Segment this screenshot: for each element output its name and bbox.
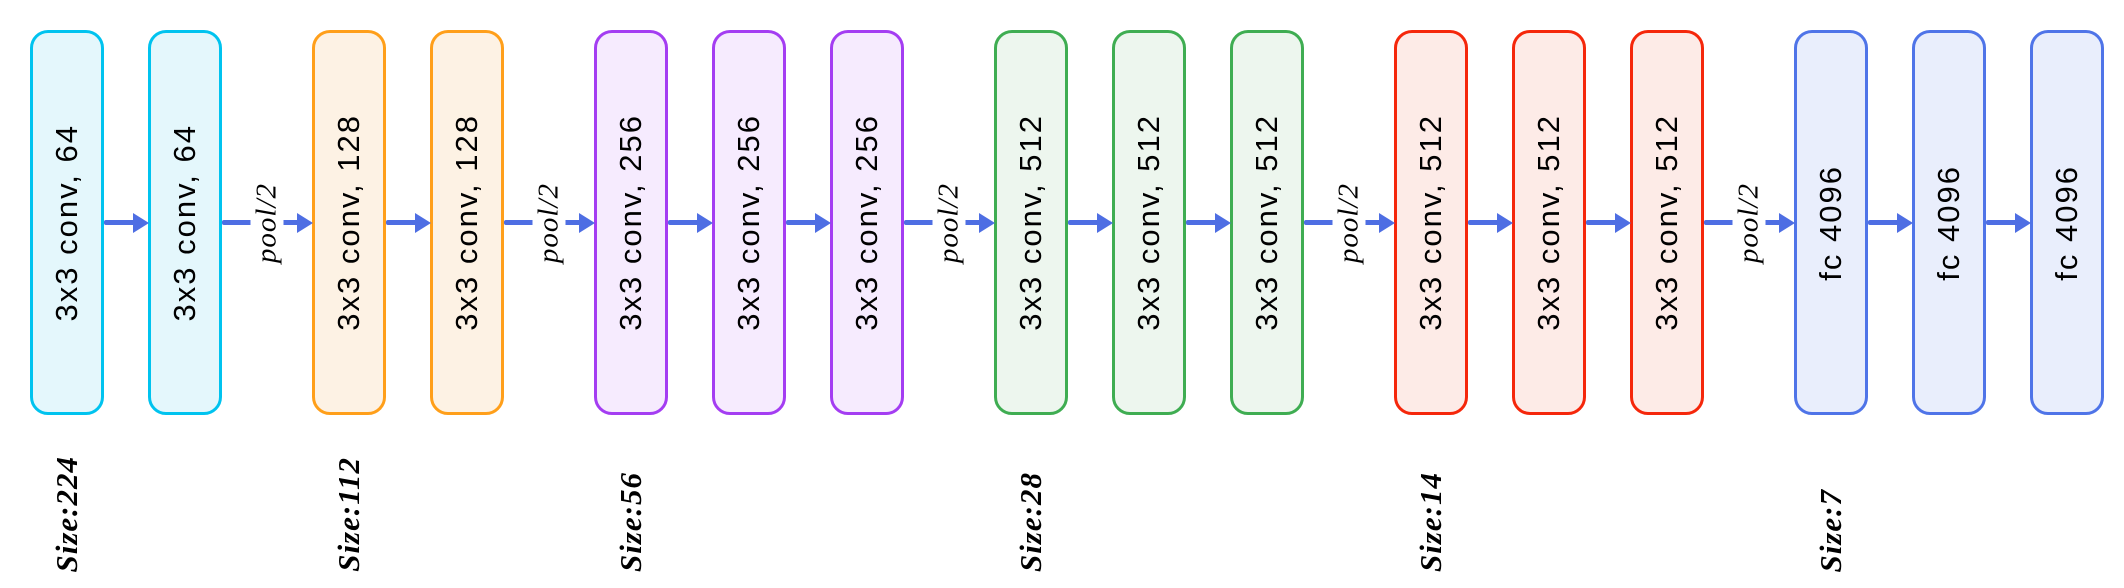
arrow-shaft bbox=[1186, 220, 1219, 225]
conv-block-128-1: 3x3 conv, 128 bbox=[312, 30, 386, 415]
arrow-shaft bbox=[668, 220, 701, 225]
conv-block-256-2: 3x3 conv, 256 bbox=[712, 30, 786, 415]
flow-arrow bbox=[104, 30, 149, 415]
conv-block-512a-2: 3x3 conv, 512 bbox=[1112, 30, 1186, 415]
fc-block-2: fc 4096 bbox=[1912, 30, 1986, 415]
conv-block-label: 3x3 conv, 512 bbox=[1531, 114, 1566, 331]
conv-block-256-3: 3x3 conv, 256 bbox=[830, 30, 904, 415]
pool-flow-arrow: pool/2 bbox=[504, 30, 595, 415]
conv-block-label: 3x3 conv, 512 bbox=[1131, 114, 1166, 331]
size-label-28: Size:28 bbox=[1013, 472, 1048, 572]
arrow-head-icon bbox=[1097, 213, 1113, 233]
flow-arrow bbox=[668, 30, 713, 415]
flow-arrow bbox=[1986, 30, 2031, 415]
arrow-head-icon bbox=[579, 213, 595, 233]
size-label-112: Size:112 bbox=[331, 457, 366, 572]
conv-block-label: 3x3 conv, 256 bbox=[731, 114, 766, 331]
fc-block-label: fc 4096 bbox=[2049, 164, 2084, 281]
pool-flow-arrow: pool/2 bbox=[1304, 30, 1395, 415]
conv-block-label: 3x3 conv, 64 bbox=[167, 123, 202, 322]
fc-block-3: fc 4096 bbox=[2030, 30, 2104, 415]
flow-arrow bbox=[786, 30, 831, 415]
arrow-head-icon bbox=[1897, 213, 1913, 233]
arrow-head-icon bbox=[1497, 213, 1513, 233]
fc-block-1: fc 4096 bbox=[1794, 30, 1868, 415]
arrow-shaft bbox=[386, 220, 419, 225]
conv-block-label: 3x3 conv, 256 bbox=[849, 114, 884, 331]
conv-block-label: 3x3 conv, 128 bbox=[449, 114, 484, 331]
pool-label: pool/2 bbox=[532, 177, 566, 268]
layers-row: 3x3 conv, 64 3x3 conv, 64 pool/2 3x3 con… bbox=[30, 30, 2104, 415]
arrow-head-icon bbox=[1379, 213, 1395, 233]
size-label-14: Size:14 bbox=[1413, 472, 1448, 572]
arrow-head-icon bbox=[415, 213, 431, 233]
arrow-shaft bbox=[1586, 220, 1619, 225]
fc-block-label: fc 4096 bbox=[1813, 164, 1848, 281]
conv-block-label: 3x3 conv, 512 bbox=[1249, 114, 1284, 331]
flow-arrow bbox=[1468, 30, 1513, 415]
arrow-shaft bbox=[1068, 220, 1101, 225]
pool-flow-arrow: pool/2 bbox=[222, 30, 313, 415]
size-label-7: Size:7 bbox=[1813, 488, 1848, 573]
flow-arrow bbox=[1186, 30, 1231, 415]
pool-label: pool/2 bbox=[1732, 177, 1766, 268]
conv-block-512a-1: 3x3 conv, 512 bbox=[994, 30, 1068, 415]
flow-arrow bbox=[1868, 30, 1913, 415]
conv-block-label: 3x3 conv, 512 bbox=[1013, 114, 1048, 331]
arrow-shaft bbox=[1468, 220, 1501, 225]
pool-label: pool/2 bbox=[932, 177, 966, 268]
flow-arrow bbox=[1068, 30, 1113, 415]
arrow-head-icon bbox=[1615, 213, 1631, 233]
conv-block-64-1: 3x3 conv, 64 bbox=[30, 30, 104, 415]
conv-block-label: 3x3 conv, 256 bbox=[613, 114, 648, 331]
conv-block-512b-2: 3x3 conv, 512 bbox=[1512, 30, 1586, 415]
arrow-head-icon bbox=[815, 213, 831, 233]
conv-block-label: 3x3 conv, 128 bbox=[331, 114, 366, 331]
arrow-head-icon bbox=[1779, 213, 1795, 233]
conv-block-label: 3x3 conv, 64 bbox=[49, 123, 84, 322]
flow-arrow bbox=[1586, 30, 1631, 415]
conv-block-label: 3x3 conv, 512 bbox=[1649, 114, 1684, 331]
conv-block-label: 3x3 conv, 512 bbox=[1413, 114, 1448, 331]
flow-arrow bbox=[386, 30, 431, 415]
size-label-224: Size:224 bbox=[49, 455, 84, 573]
pool-label: pool/2 bbox=[250, 177, 284, 268]
conv-block-128-2: 3x3 conv, 128 bbox=[430, 30, 504, 415]
arrow-shaft bbox=[104, 220, 137, 225]
conv-block-64-2: 3x3 conv, 64 bbox=[148, 30, 222, 415]
conv-block-512a-3: 3x3 conv, 512 bbox=[1230, 30, 1304, 415]
conv-block-512b-1: 3x3 conv, 512 bbox=[1394, 30, 1468, 415]
conv-block-256-1: 3x3 conv, 256 bbox=[594, 30, 668, 415]
pool-flow-arrow: pool/2 bbox=[1704, 30, 1795, 415]
arrow-head-icon bbox=[979, 213, 995, 233]
arrow-shaft bbox=[1986, 220, 2019, 225]
arrow-head-icon bbox=[297, 213, 313, 233]
fc-block-label: fc 4096 bbox=[1931, 164, 1966, 281]
pool-flow-arrow: pool/2 bbox=[904, 30, 995, 415]
arrow-head-icon bbox=[2015, 213, 2031, 233]
size-label-56: Size:56 bbox=[613, 472, 648, 572]
arrow-shaft bbox=[1868, 220, 1901, 225]
arrow-head-icon bbox=[697, 213, 713, 233]
arrow-shaft bbox=[786, 220, 819, 225]
pool-label: pool/2 bbox=[1332, 177, 1366, 268]
conv-block-512b-3: 3x3 conv, 512 bbox=[1630, 30, 1704, 415]
arrow-head-icon bbox=[133, 213, 149, 233]
arrow-head-icon bbox=[1215, 213, 1231, 233]
